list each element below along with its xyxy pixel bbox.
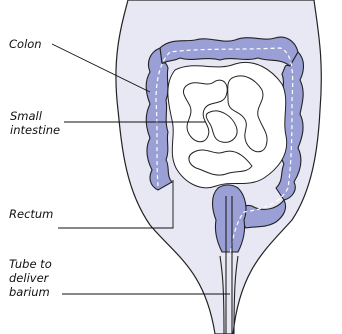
label-tube: Tube to deliver barium bbox=[9, 257, 52, 299]
label-rectum: Rectum bbox=[9, 207, 53, 221]
small-intestine bbox=[168, 62, 287, 187]
label-small-intestine: Small intestine bbox=[10, 109, 60, 137]
label-colon: Colon bbox=[9, 37, 42, 51]
